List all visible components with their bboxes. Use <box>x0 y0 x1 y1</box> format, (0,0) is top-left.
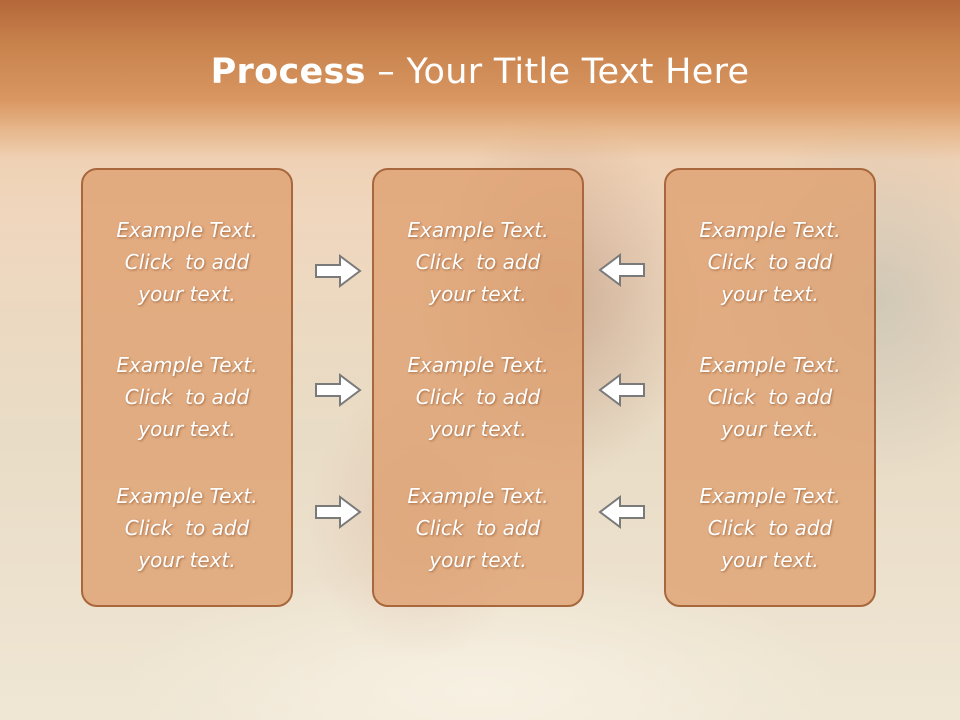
text-line: Click to add <box>707 250 833 274</box>
text-line: Example Text. <box>116 484 258 508</box>
text-line: Click to add <box>124 516 250 540</box>
text-line: Click to add <box>124 250 250 274</box>
text-line: Click to add <box>415 250 541 274</box>
text-block[interactable]: Example Text. Click to add your text. <box>374 214 582 310</box>
text-line: Example Text. <box>116 353 258 377</box>
text-line: your text. <box>138 548 236 572</box>
text-block[interactable]: Example Text. Click to add your text. <box>374 349 582 445</box>
title-rest: – Your Title Text Here <box>365 52 750 92</box>
text-line: your text. <box>429 282 527 306</box>
slide-title[interactable]: Process – Your Title Text Here <box>0 52 960 92</box>
text-line: Example Text. <box>699 353 841 377</box>
text-line: Click to add <box>707 516 833 540</box>
text-line: Click to add <box>707 385 833 409</box>
right-arrow-icon <box>315 495 362 529</box>
text-line: Click to add <box>415 516 541 540</box>
text-line: your text. <box>429 417 527 441</box>
process-box-left[interactable]: Example Text. Click to add your text. Ex… <box>81 168 293 607</box>
text-line: your text. <box>721 417 819 441</box>
text-line: Click to add <box>415 385 541 409</box>
left-arrow-icon <box>598 373 645 407</box>
text-line: Example Text. <box>699 218 841 242</box>
text-line: Example Text. <box>407 484 549 508</box>
text-block[interactable]: Example Text. Click to add your text. <box>83 480 291 576</box>
right-arrow-icon <box>315 254 362 288</box>
text-block[interactable]: Example Text. Click to add your text. <box>374 480 582 576</box>
process-box-middle[interactable]: Example Text. Click to add your text. Ex… <box>372 168 584 607</box>
left-arrow-icon <box>598 253 645 287</box>
text-block[interactable]: Example Text. Click to add your text. <box>666 480 874 576</box>
text-block[interactable]: Example Text. Click to add your text. <box>83 214 291 310</box>
process-box-right[interactable]: Example Text. Click to add your text. Ex… <box>664 168 876 607</box>
text-line: Example Text. <box>699 484 841 508</box>
text-line: your text. <box>138 417 236 441</box>
text-line: your text. <box>429 548 527 572</box>
text-line: your text. <box>721 548 819 572</box>
text-line: Example Text. <box>407 353 549 377</box>
text-line: Example Text. <box>407 218 549 242</box>
title-band <box>0 0 960 160</box>
text-block[interactable]: Example Text. Click to add your text. <box>666 349 874 445</box>
text-line: your text. <box>721 282 819 306</box>
right-arrow-icon <box>315 373 362 407</box>
text-line: Click to add <box>124 385 250 409</box>
text-block[interactable]: Example Text. Click to add your text. <box>83 349 291 445</box>
text-line: your text. <box>138 282 236 306</box>
text-line: Example Text. <box>116 218 258 242</box>
text-block[interactable]: Example Text. Click to add your text. <box>666 214 874 310</box>
title-bold: Process <box>210 52 366 92</box>
left-arrow-icon <box>598 495 645 529</box>
